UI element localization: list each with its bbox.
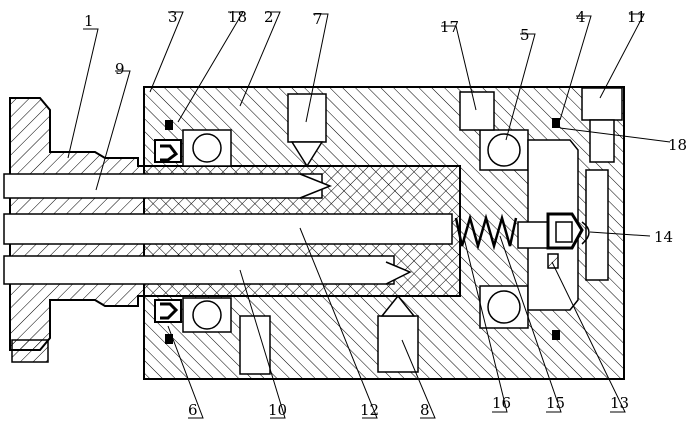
retainer-13 <box>547 253 559 269</box>
callout-3: 3 <box>168 8 178 26</box>
callout-5: 5 <box>520 26 530 44</box>
callout-1: 1 <box>84 12 94 30</box>
o-ring-marks <box>165 118 560 344</box>
axial-channels <box>3 173 453 285</box>
callout-18-right: 18 <box>668 136 687 154</box>
leader-lines <box>67 11 671 419</box>
callout-13: 13 <box>610 394 629 412</box>
port-11 <box>581 87 623 163</box>
callout-18-upper: 18 <box>228 8 247 26</box>
callout-14: 14 <box>654 228 673 246</box>
lower-left-bearing <box>182 297 232 333</box>
callout-17: 17 <box>440 18 459 36</box>
callout-8: 8 <box>420 401 430 419</box>
lip-seal-lower <box>154 299 182 323</box>
callout-11: 11 <box>627 8 646 26</box>
callout-10: 10 <box>268 401 287 419</box>
upper-left-bearing <box>182 129 232 167</box>
callout-2: 2 <box>264 8 274 26</box>
upper-right-bearing <box>479 129 529 171</box>
callout-16: 16 <box>492 394 511 412</box>
lower-right-bearing <box>479 285 529 329</box>
port-7 <box>287 93 327 168</box>
port-17 <box>459 91 495 131</box>
callout-6: 6 <box>188 401 198 419</box>
callout-12: 12 <box>360 401 379 419</box>
callout-9: 9 <box>115 60 125 78</box>
valve-14 <box>517 212 590 250</box>
callout-15: 15 <box>546 394 565 412</box>
spring-16 <box>454 213 518 251</box>
plug-lower <box>239 315 271 375</box>
callout-4: 4 <box>576 8 586 26</box>
callout-7: 7 <box>313 10 323 28</box>
lip-seal-upper <box>154 139 182 163</box>
